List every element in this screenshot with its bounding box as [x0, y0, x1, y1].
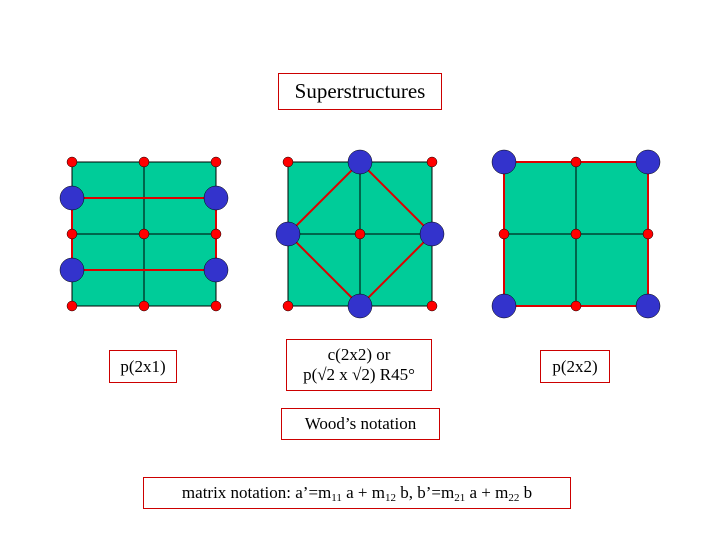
- substrate-atom: [210, 156, 222, 168]
- adsorbate-atom: [275, 221, 301, 247]
- matrix-subscript: 22: [508, 491, 520, 504]
- label-c2x2-line2: p(√2 x √2) R45°: [303, 365, 415, 384]
- matrix-subscript: 11: [331, 491, 342, 504]
- panel-p2x1: [59, 156, 229, 312]
- matrix-subscript: 12: [384, 491, 396, 504]
- page-title: Superstructures: [278, 73, 442, 110]
- adsorbate-atom: [59, 257, 85, 283]
- substrate-atom: [570, 156, 582, 168]
- substrate-atom: [66, 300, 78, 312]
- adsorbate-atom: [635, 293, 661, 319]
- substrate-atom: [66, 156, 78, 168]
- substrate-atom: [426, 156, 438, 168]
- adsorbate-atom: [203, 257, 229, 283]
- matrix-notation-label: matrix notation: a’=m11 a + m12 b, b’=m2…: [143, 477, 571, 509]
- substrate-atom: [210, 228, 222, 240]
- matrix-text: matrix notation: a’=m: [181, 482, 332, 502]
- adsorbate-atom: [203, 185, 229, 211]
- substrate-atom: [138, 300, 150, 312]
- adsorbate-atom: [347, 293, 373, 319]
- adsorbate-atom: [347, 149, 373, 175]
- adsorbate-atom: [635, 149, 661, 175]
- matrix-text: b: [519, 482, 533, 502]
- substrate-atom: [426, 300, 438, 312]
- panel-p2x2: [491, 149, 661, 319]
- substrate-atom: [66, 228, 78, 240]
- matrix-text: a + m: [341, 482, 385, 502]
- substrate-atom: [570, 300, 582, 312]
- substrate-atom: [354, 228, 366, 240]
- substrate-atom: [282, 300, 294, 312]
- substrate-atom: [498, 228, 510, 240]
- matrix-text: b, b’=m: [395, 482, 455, 502]
- adsorbate-atom: [491, 293, 517, 319]
- adsorbate-atom: [59, 185, 85, 211]
- label-p2x2: p(2x2): [540, 350, 610, 383]
- substrate-atom: [138, 156, 150, 168]
- adsorbate-atom: [491, 149, 517, 175]
- label-c2x2: c(2x2) or p(√2 x √2) R45°: [286, 339, 432, 391]
- substrate-atom: [642, 228, 654, 240]
- woods-notation-label: Wood’s notation: [281, 408, 440, 440]
- matrix-subscript: 21: [454, 491, 466, 504]
- panel-c2x2: [275, 149, 445, 319]
- substrate-atom: [210, 300, 222, 312]
- label-c2x2-line1: c(2x2) or: [327, 345, 391, 364]
- matrix-text: a + m: [465, 482, 509, 502]
- substrate-atom: [138, 228, 150, 240]
- adsorbate-atom: [419, 221, 445, 247]
- substrate-atom: [282, 156, 294, 168]
- label-p2x1: p(2x1): [109, 350, 177, 383]
- substrate-atom: [570, 228, 582, 240]
